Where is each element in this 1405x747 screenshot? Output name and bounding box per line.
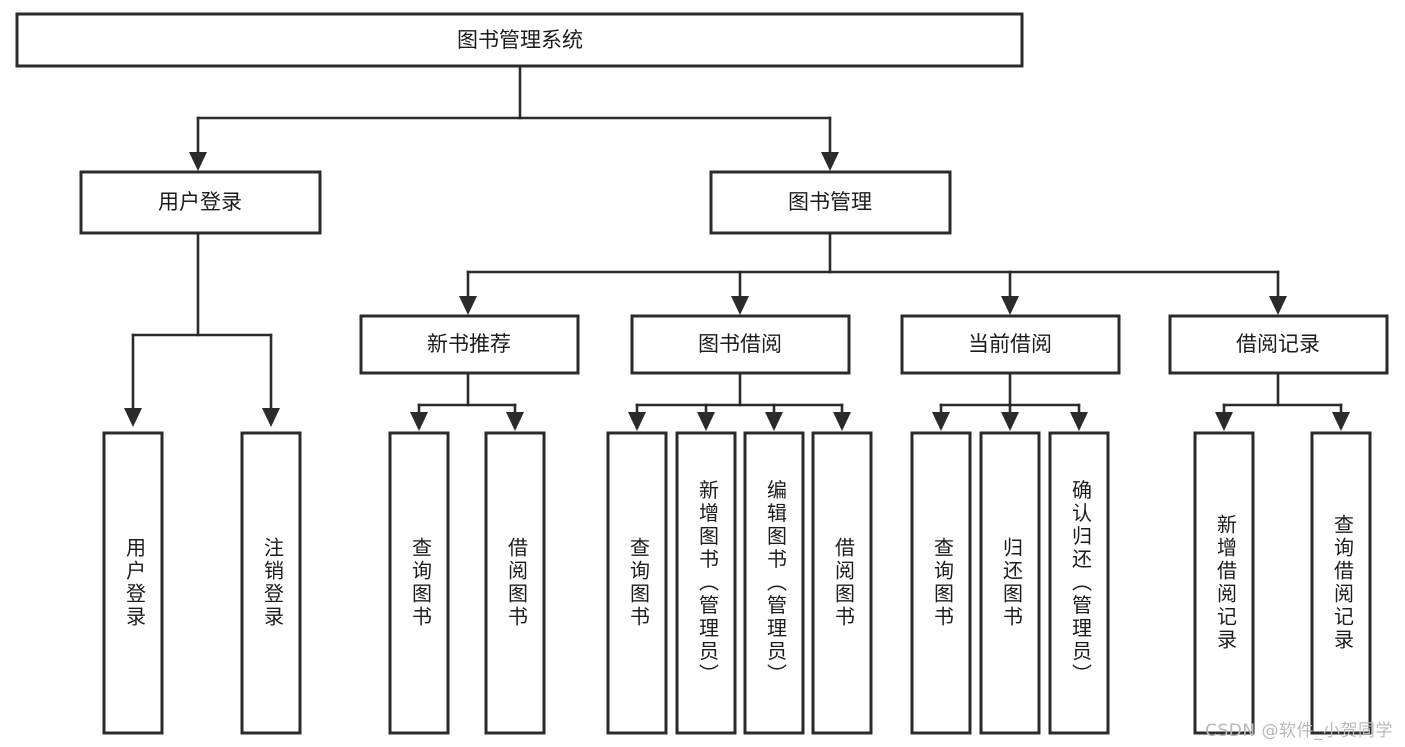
node-leaf-query-book-1-label: 查询图书 bbox=[409, 537, 433, 629]
connector-group-current-borrow bbox=[932, 371, 1088, 431]
node-leaf-borrow-book-1-box[interactable] bbox=[484, 431, 546, 735]
node-leaf-add-record-box[interactable] bbox=[1193, 431, 1255, 735]
node-leaf-add-record[interactable]: 新增借阅记录 bbox=[1193, 431, 1255, 735]
node-leaf-confirm-return[interactable]: 确认归还（管理员） bbox=[1048, 431, 1110, 735]
node-leaf-confirm-return-label: 确认归还（管理员） bbox=[1069, 479, 1093, 686]
node-book-manage[interactable]: 图书管理 bbox=[709, 170, 952, 235]
node-leaf-user-logout-box[interactable] bbox=[240, 431, 302, 735]
connector-group-borrow-record bbox=[1215, 371, 1350, 431]
node-book-manage-box[interactable] bbox=[709, 170, 952, 235]
node-current-borrow[interactable]: 当前借阅 bbox=[900, 314, 1121, 375]
connector-group-root bbox=[189, 64, 839, 171]
node-leaf-query-book-1[interactable]: 查询图书 bbox=[388, 431, 450, 735]
node-leaf-query-book-3-label: 查询图书 bbox=[931, 537, 955, 629]
arrow-book-manage-to-borrow bbox=[731, 296, 749, 315]
node-book-borrow[interactable]: 图书借阅 bbox=[630, 314, 851, 375]
arrow-book-manage-to-recommend bbox=[459, 296, 477, 315]
node-current-borrow-box[interactable] bbox=[900, 314, 1121, 375]
connector-group-book-borrow bbox=[628, 371, 851, 431]
node-leaf-add-record-label: 新增借阅记录 bbox=[1214, 514, 1238, 652]
node-root[interactable]: 图书管理系统 bbox=[15, 12, 1024, 68]
arrow-current-to-leaf-3 bbox=[1070, 412, 1088, 431]
node-leaf-borrow-book-1-label: 借阅图书 bbox=[505, 537, 529, 629]
arrow-borrow-to-leaf-2 bbox=[697, 412, 715, 431]
node-leaf-return-book-box[interactable] bbox=[979, 431, 1041, 735]
node-leaf-user-login-label: 用户登录 bbox=[123, 537, 147, 629]
arrow-current-to-leaf-1 bbox=[932, 412, 950, 431]
node-user-login-label: 用户登录 bbox=[158, 190, 242, 214]
node-leaf-return-book[interactable]: 归还图书 bbox=[979, 431, 1041, 735]
node-leaf-query-book-1-box[interactable] bbox=[388, 431, 450, 735]
node-leaf-query-record[interactable]: 查询借阅记录 bbox=[1310, 431, 1372, 735]
node-leaf-user-login-box[interactable] bbox=[102, 431, 164, 735]
node-borrow-record[interactable]: 借阅记录 bbox=[1168, 314, 1389, 375]
connector-group-new-book-recommend bbox=[410, 371, 524, 431]
node-leaf-return-book-label: 归还图书 bbox=[1000, 537, 1024, 629]
node-leaf-user-logout[interactable]: 注销登录 bbox=[240, 431, 302, 735]
node-borrow-record-box[interactable] bbox=[1168, 314, 1389, 375]
node-leaf-edit-book-label: 编辑图书（管理员） bbox=[764, 479, 788, 686]
node-leaf-user-logout-label: 注销登录 bbox=[261, 537, 285, 629]
arrow-current-to-leaf-2 bbox=[1001, 412, 1019, 431]
node-leaf-user-login[interactable]: 用户登录 bbox=[102, 431, 164, 735]
node-leaf-confirm-return-box[interactable] bbox=[1048, 431, 1110, 735]
node-leaf-query-book-2-box[interactable] bbox=[606, 431, 668, 735]
arrow-borrow-to-leaf-4 bbox=[833, 412, 851, 431]
node-book-borrow-box[interactable] bbox=[630, 314, 851, 375]
node-new-book-recommend-box[interactable] bbox=[359, 314, 580, 375]
node-leaf-borrow-book-1[interactable]: 借阅图书 bbox=[484, 431, 546, 735]
node-user-login-box[interactable] bbox=[79, 170, 322, 235]
arrow-record-to-leaf-1 bbox=[1215, 412, 1233, 431]
node-leaf-borrow-book-2-label: 借阅图书 bbox=[832, 537, 856, 629]
connector-group-user-login bbox=[124, 231, 280, 427]
arrow-root-to-user-login bbox=[189, 152, 207, 171]
arrow-book-manage-to-current bbox=[1001, 296, 1019, 315]
node-leaf-query-book-2-label: 查询图书 bbox=[627, 537, 651, 629]
arrow-root-to-book-manage bbox=[821, 152, 839, 171]
node-leaf-query-book-3[interactable]: 查询图书 bbox=[910, 431, 972, 735]
node-user-login[interactable]: 用户登录 bbox=[79, 170, 322, 235]
arrow-record-to-leaf-2 bbox=[1332, 412, 1350, 431]
node-leaf-edit-book[interactable]: 编辑图书（管理员） bbox=[743, 431, 805, 735]
node-book-manage-label: 图书管理 bbox=[788, 190, 872, 214]
node-leaf-query-book-3-box[interactable] bbox=[910, 431, 972, 735]
arrow-user-login-to-leaf-2 bbox=[262, 408, 280, 427]
node-leaf-add-book[interactable]: 新增图书（管理员） bbox=[675, 431, 737, 735]
node-new-book-recommend-label: 新书推荐 bbox=[427, 332, 511, 356]
node-leaf-edit-book-box[interactable] bbox=[743, 431, 805, 735]
csdn-watermark: CSDN @软件_小贺同学 bbox=[1205, 721, 1393, 741]
node-leaf-borrow-book-2-box[interactable] bbox=[811, 431, 873, 735]
node-current-borrow-label: 当前借阅 bbox=[968, 332, 1052, 356]
arrow-borrow-to-leaf-1 bbox=[628, 412, 646, 431]
node-leaf-query-record-box[interactable] bbox=[1310, 431, 1372, 735]
node-leaf-add-book-label: 新增图书（管理员） bbox=[696, 479, 720, 686]
node-leaf-query-record-label: 查询借阅记录 bbox=[1331, 514, 1355, 652]
node-borrow-record-label: 借阅记录 bbox=[1236, 332, 1320, 356]
connector-group-book-manage bbox=[459, 231, 1287, 315]
arrow-user-login-to-leaf-1 bbox=[124, 408, 142, 427]
arrow-borrow-to-leaf-3 bbox=[765, 412, 783, 431]
node-root-box[interactable] bbox=[15, 12, 1024, 68]
node-leaf-borrow-book-2[interactable]: 借阅图书 bbox=[811, 431, 873, 735]
node-leaf-query-book-2[interactable]: 查询图书 bbox=[606, 431, 668, 735]
node-leaf-add-book-box[interactable] bbox=[675, 431, 737, 735]
arrow-book-manage-to-record bbox=[1269, 296, 1287, 315]
arrow-recommend-to-leaf-2 bbox=[506, 412, 524, 431]
node-new-book-recommend[interactable]: 新书推荐 bbox=[359, 314, 580, 375]
node-root-label: 图书管理系统 bbox=[457, 28, 583, 52]
node-book-borrow-label: 图书借阅 bbox=[698, 332, 782, 356]
arrow-recommend-to-leaf-1 bbox=[410, 412, 428, 431]
